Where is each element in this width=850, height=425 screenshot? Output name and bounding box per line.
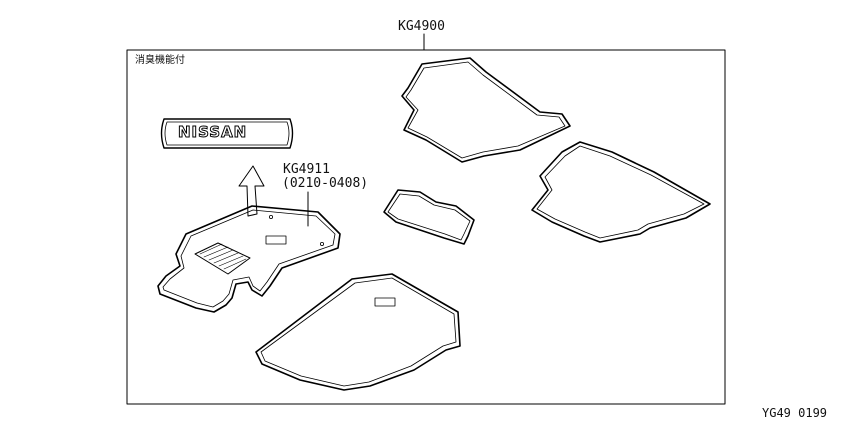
set-frame xyxy=(126,49,726,405)
feature-note: 消臭機能付 xyxy=(135,55,185,66)
logo-arrow xyxy=(238,165,265,217)
driver-mat-part-number: KG4911 xyxy=(283,162,330,177)
rear-mat xyxy=(255,273,461,391)
passenger-mat xyxy=(401,57,571,163)
rear-right-mat xyxy=(531,141,711,243)
nissan-logo-badge xyxy=(160,118,294,149)
nissan-logo-text: NISSAN xyxy=(177,123,248,141)
driver-mat xyxy=(157,205,341,313)
tunnel-mat xyxy=(383,189,475,245)
set-part-number: KG4900 xyxy=(398,19,445,34)
illustration-code: YG49 0199 xyxy=(762,406,828,420)
driver-mat-date-range: (0210-0408) xyxy=(282,176,369,191)
